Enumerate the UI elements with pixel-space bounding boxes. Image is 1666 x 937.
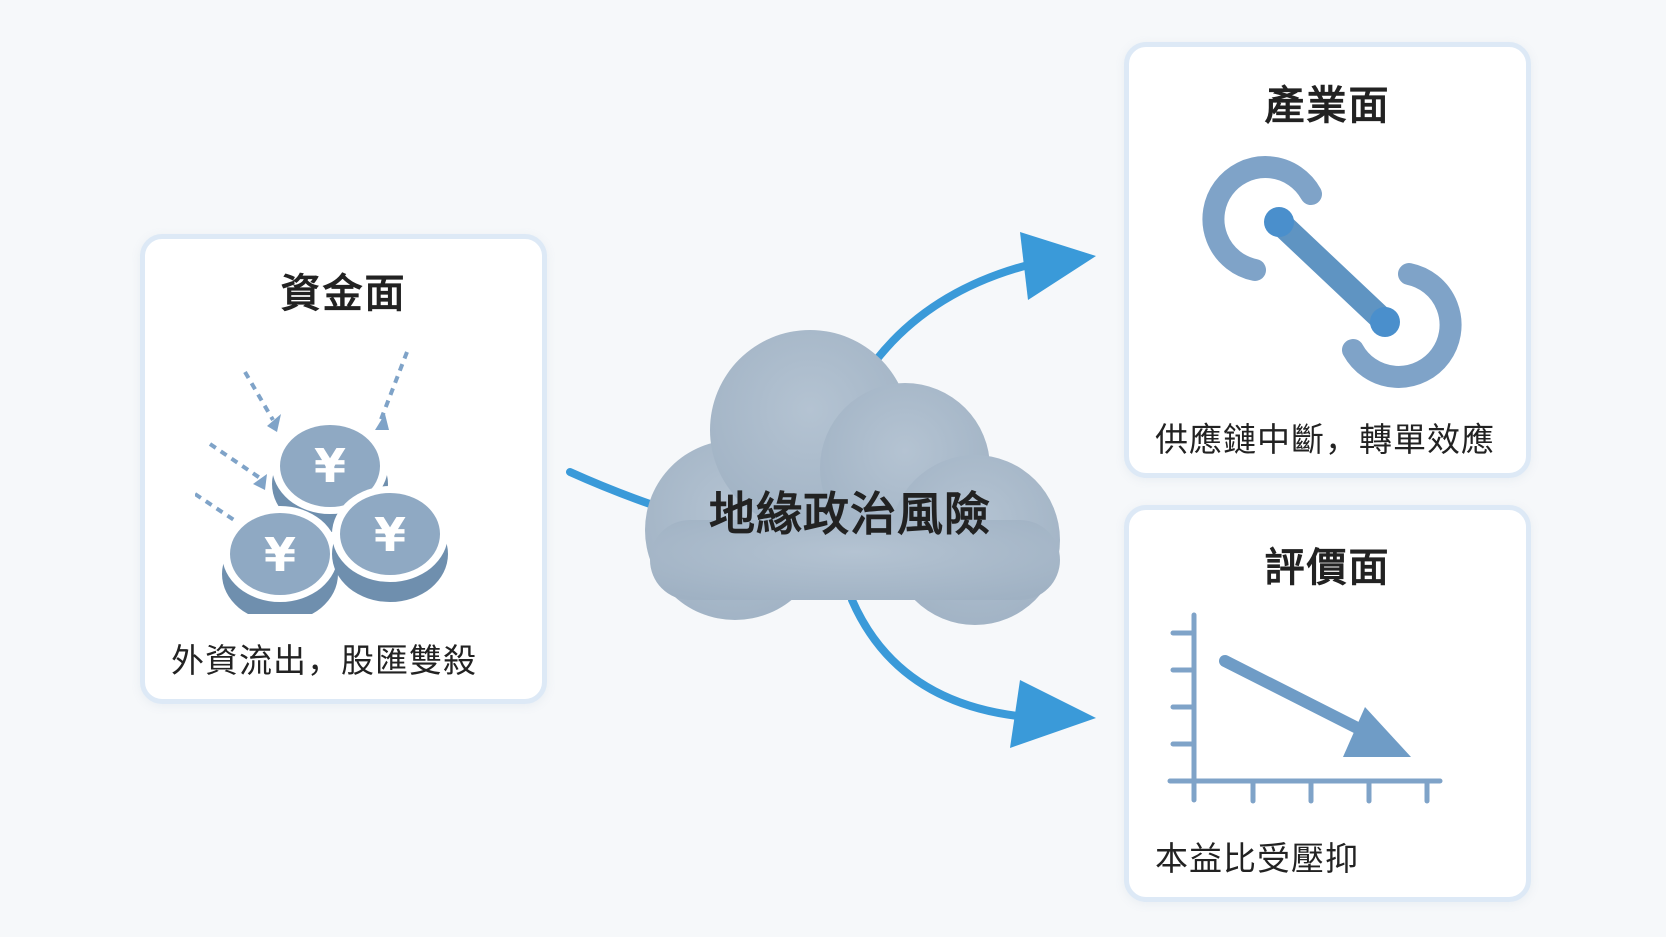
arrow-to-valuation xyxy=(848,596,1044,722)
coin-right: ¥ xyxy=(332,486,448,602)
incoming-connector xyxy=(566,468,654,508)
funding-title: 資金面 xyxy=(280,271,407,317)
funding-caption: 外資流出，股匯雙殺 xyxy=(171,641,477,680)
valuation-title: 評價面 xyxy=(1264,545,1391,591)
broken-chain-link-icon xyxy=(1202,156,1462,388)
coin-left: ¥ xyxy=(222,506,338,614)
arrow-head-valuation xyxy=(1010,680,1096,748)
arrow-head-industry xyxy=(1020,232,1096,300)
downtrend-chart-icon xyxy=(1167,612,1443,804)
yen-coins-icon: ¥ ¥ ¥ xyxy=(195,351,448,614)
funding-panel: 資金面 ¥ xyxy=(140,234,547,704)
valuation-panel: 評價面 本益比受壓抑 xyxy=(1124,505,1531,902)
arrow-to-industry xyxy=(858,258,1044,384)
industry-panel: 產業面 供應鏈中斷，轉單效應 xyxy=(1124,42,1531,478)
center-risk-label: 地緣政治風險 xyxy=(709,487,991,541)
industry-title: 產業面 xyxy=(1264,83,1391,129)
valuation-caption: 本益比受壓抑 xyxy=(1155,839,1359,878)
svg-text:¥: ¥ xyxy=(264,528,296,582)
industry-caption: 供應鏈中斷，轉單效應 xyxy=(1155,420,1495,459)
svg-text:¥: ¥ xyxy=(314,439,346,493)
svg-text:¥: ¥ xyxy=(374,508,406,562)
coin-top: ¥ xyxy=(272,418,388,532)
cloud-shape xyxy=(645,330,1060,625)
